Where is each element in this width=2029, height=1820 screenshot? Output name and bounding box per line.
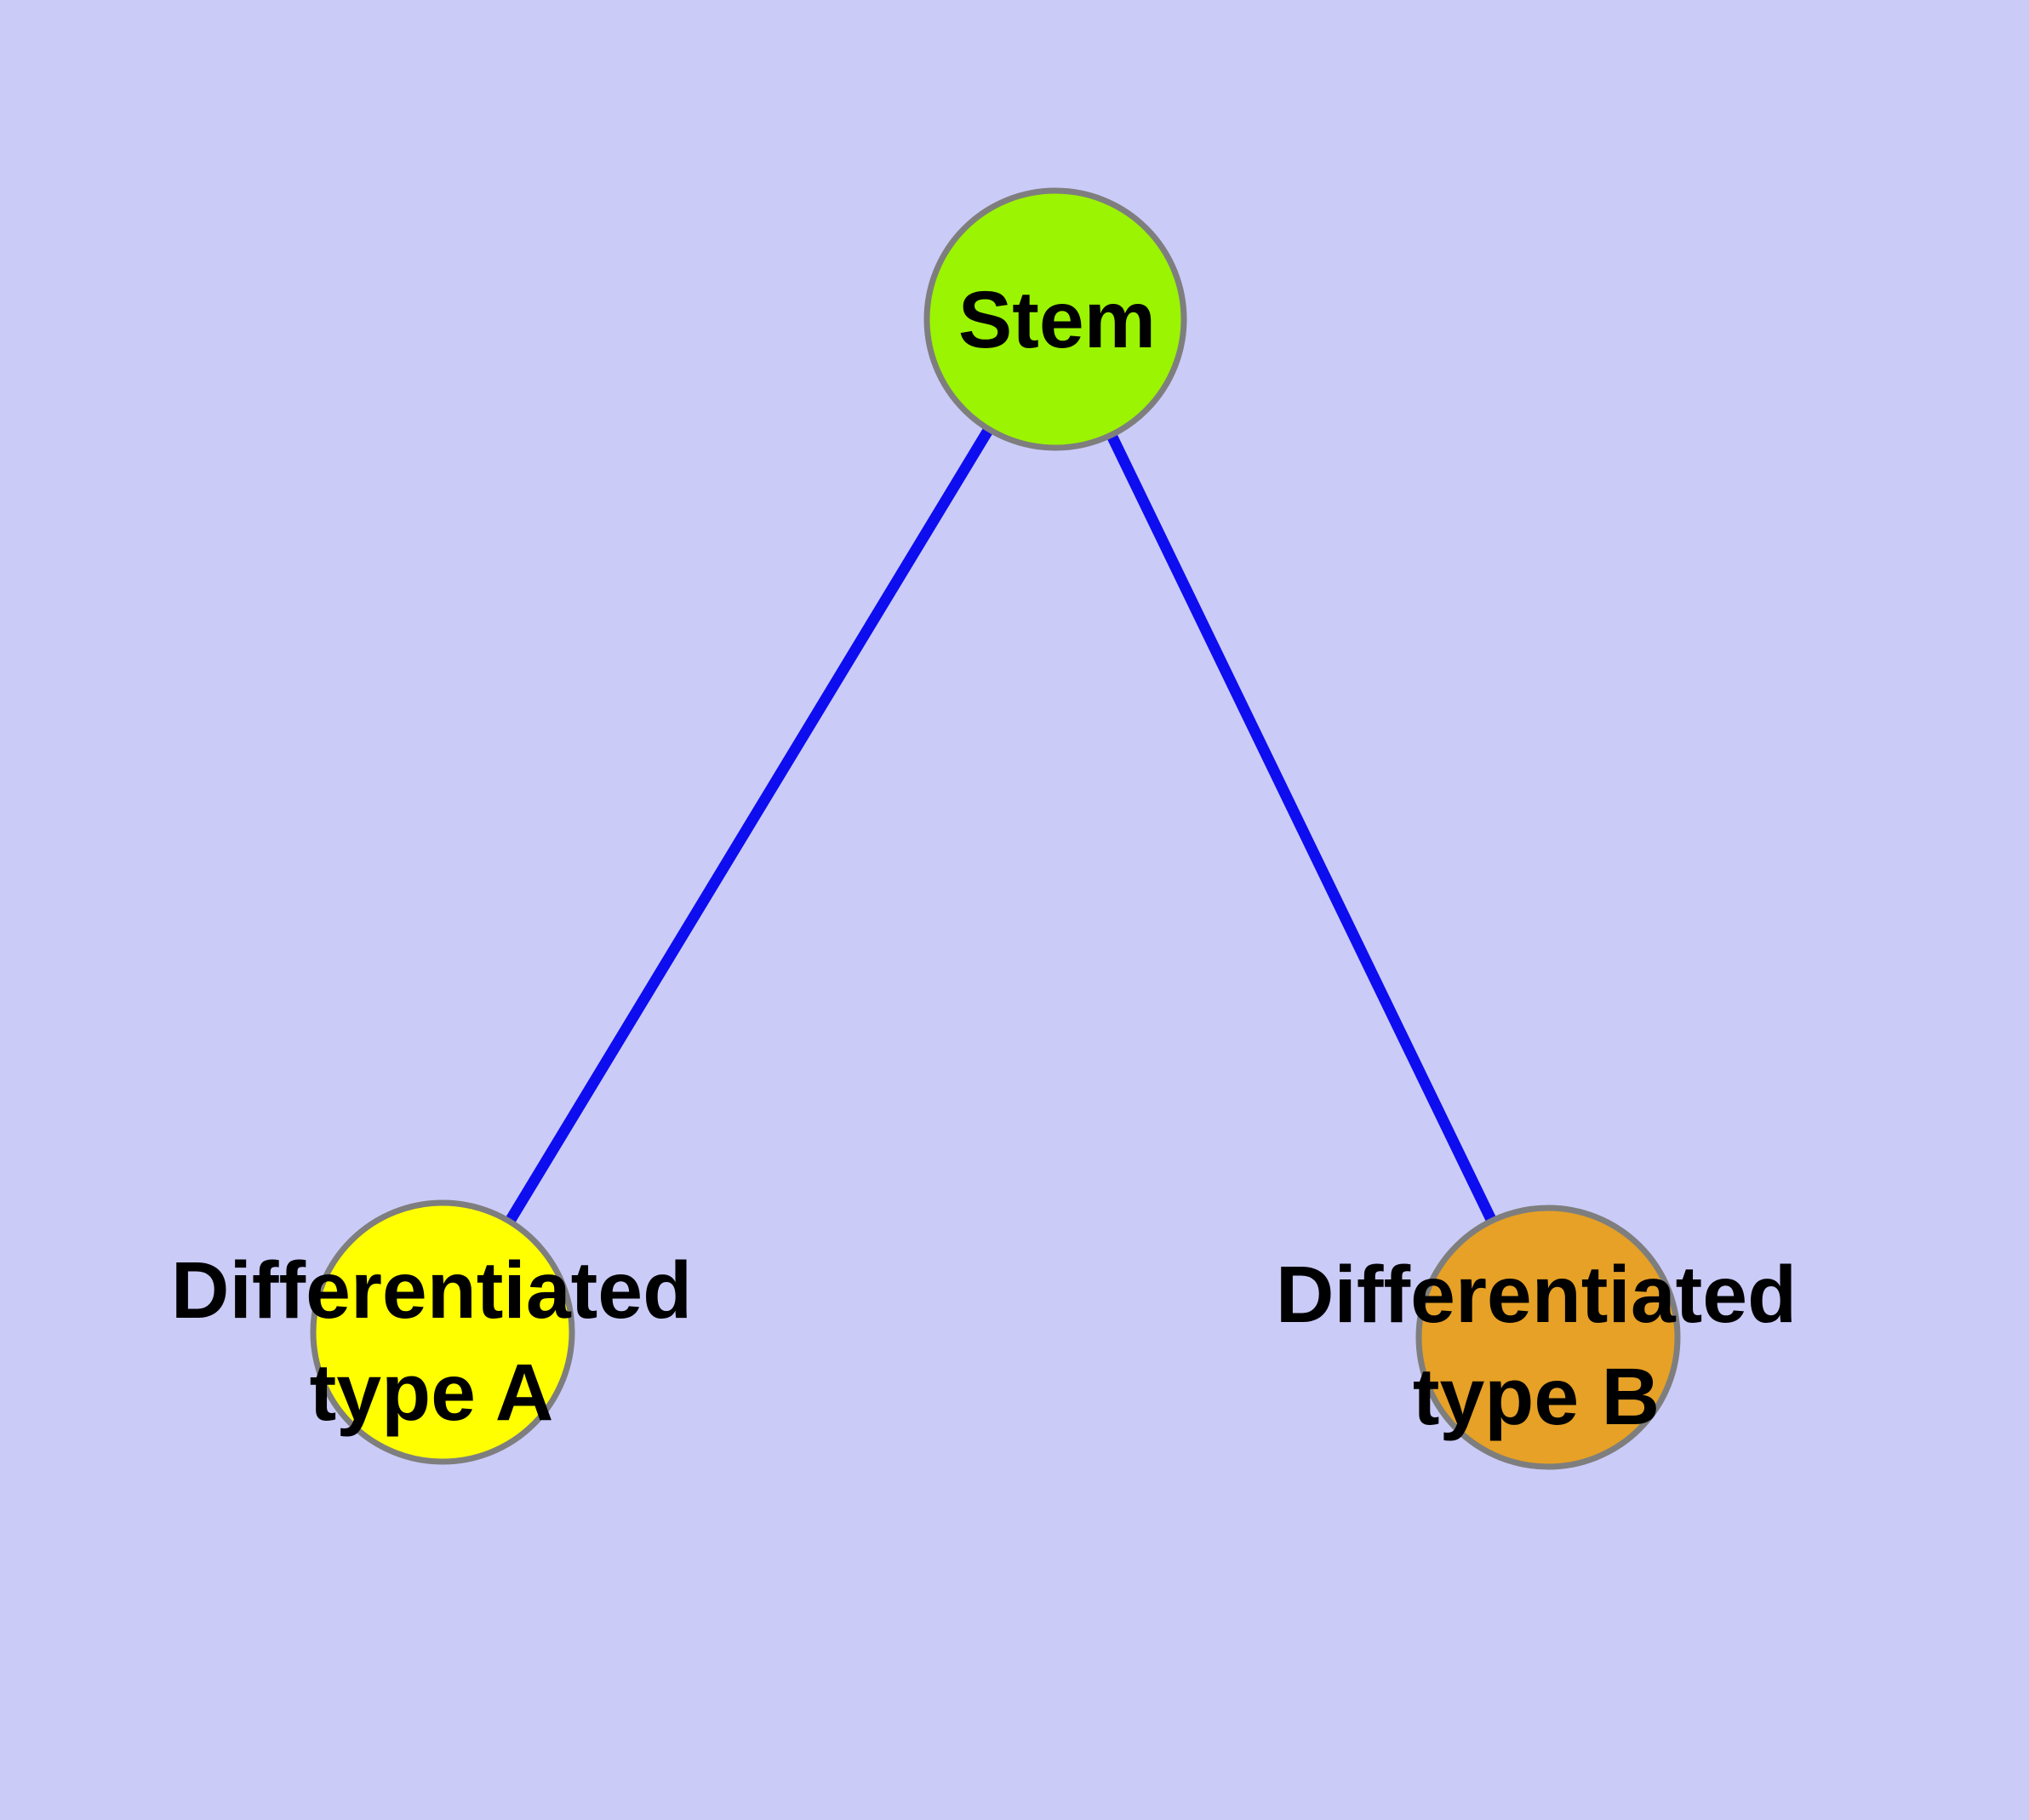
graph-node-label-stem: Stem — [958, 275, 1156, 365]
graph-node-type-a — [310, 1199, 575, 1465]
graph-node-type-b — [1415, 1205, 1681, 1470]
graph-node-stem — [923, 187, 1187, 451]
graph-edge-stem-type-a — [437, 316, 1060, 1336]
graph-edge-stem-type-b — [1050, 317, 1553, 1340]
